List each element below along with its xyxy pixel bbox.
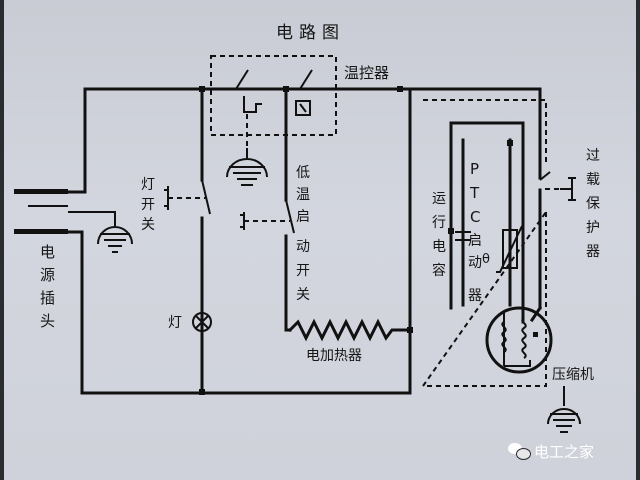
low-temp-switch-button bbox=[240, 212, 245, 230]
thermostat-sensor-mark bbox=[299, 103, 307, 113]
ground-upper-dome bbox=[226, 158, 268, 178]
ground-plug-dome bbox=[97, 226, 133, 245]
ptc-thermistor bbox=[502, 229, 518, 269]
low-temp-label-1: 低 bbox=[296, 165, 310, 181]
motor-start-winding bbox=[501, 312, 507, 366]
lamp-cross bbox=[195, 315, 209, 329]
ptc-label-2: T bbox=[469, 184, 480, 202]
low-temp-label-3: 启 bbox=[296, 209, 310, 225]
overload-heater-mark bbox=[560, 177, 576, 201]
thermostat-contact-2 bbox=[299, 69, 313, 90]
thermostat-bellows bbox=[243, 96, 262, 113]
plug-label-4: 头 bbox=[40, 312, 55, 330]
ptc-label-4: 启 bbox=[468, 233, 482, 249]
low-temp-switch-contact bbox=[285, 199, 295, 234]
capacitor-label-4: 容 bbox=[432, 262, 446, 279]
plug-label-1: 电 bbox=[40, 243, 55, 261]
compressor-motor bbox=[485, 306, 553, 374]
motor-common-lead bbox=[504, 360, 531, 367]
thermostat-box bbox=[210, 55, 337, 136]
low-temp-label-2: 温 bbox=[296, 187, 310, 203]
overload-label-2: 载 bbox=[586, 172, 600, 188]
lamp-switch-label-2: 开 bbox=[141, 197, 155, 213]
watermark: 电工之家 bbox=[508, 438, 594, 464]
lamp-switch-button bbox=[164, 186, 169, 210]
plug-label-3: 插 bbox=[40, 289, 55, 307]
thermostat-label: 温控器 bbox=[344, 64, 389, 82]
plug-ground-lead bbox=[68, 211, 116, 226]
motor-run-winding bbox=[521, 317, 527, 359]
wire-overload-feed bbox=[398, 87, 542, 180]
ptc-label-6: 器 bbox=[468, 288, 482, 304]
diagram-title: 电路图 bbox=[276, 23, 345, 43]
run-capacitor-plates bbox=[455, 231, 471, 241]
plug-pin-bottom bbox=[14, 229, 68, 234]
thermostat-contact-1 bbox=[235, 69, 249, 90]
thermostat-sensor bbox=[295, 100, 311, 116]
heater-resistor bbox=[287, 318, 412, 342]
lamp-switch-label-1: 灯 bbox=[141, 177, 155, 193]
overload-label-3: 保 bbox=[586, 196, 600, 212]
compressor-label: 压缩机 bbox=[552, 367, 594, 383]
ptc-label-5: 动 bbox=[468, 255, 482, 271]
ground-lower-dome bbox=[547, 408, 581, 425]
plug-label-2: 源 bbox=[40, 266, 55, 284]
wechat-icon bbox=[508, 442, 531, 460]
low-temp-label-4: 动 bbox=[296, 239, 310, 255]
lamp-label: 灯 bbox=[168, 315, 182, 331]
overload-label-1: 过 bbox=[586, 148, 600, 164]
watermark-text: 电工之家 bbox=[534, 442, 595, 461]
ground-lower-symbol bbox=[550, 413, 578, 433]
lamp-switch-label-3: 关 bbox=[141, 217, 155, 233]
capacitor-label-3: 电 bbox=[432, 239, 446, 255]
ptc-label-3: C bbox=[470, 208, 480, 226]
ptc-theta-symbol: θ bbox=[482, 252, 490, 267]
overload-contact bbox=[539, 171, 551, 181]
lamp-symbol bbox=[192, 312, 212, 332]
heater-label: 电加热器 bbox=[306, 348, 362, 364]
ground-plug-symbol bbox=[100, 233, 130, 253]
wire-ptc-top bbox=[449, 121, 525, 324]
wire-junctions bbox=[199, 86, 538, 395]
capacitor-label-1: 运 bbox=[432, 191, 446, 207]
plug-pin-top bbox=[14, 189, 68, 194]
overload-label-5: 器 bbox=[586, 244, 600, 260]
wire-motor-common bbox=[529, 305, 543, 323]
compressor-section-box bbox=[421, 99, 547, 387]
capacitor-label-2: 行 bbox=[432, 215, 446, 231]
ptc-label-1: P bbox=[470, 160, 479, 178]
overload-label-4: 护 bbox=[586, 220, 600, 236]
ground-upper-symbol bbox=[229, 166, 265, 186]
ptc-thermistor-slash bbox=[496, 225, 523, 273]
low-temp-label-5: 开 bbox=[296, 263, 310, 279]
low-temp-label-6: 关 bbox=[296, 287, 310, 303]
